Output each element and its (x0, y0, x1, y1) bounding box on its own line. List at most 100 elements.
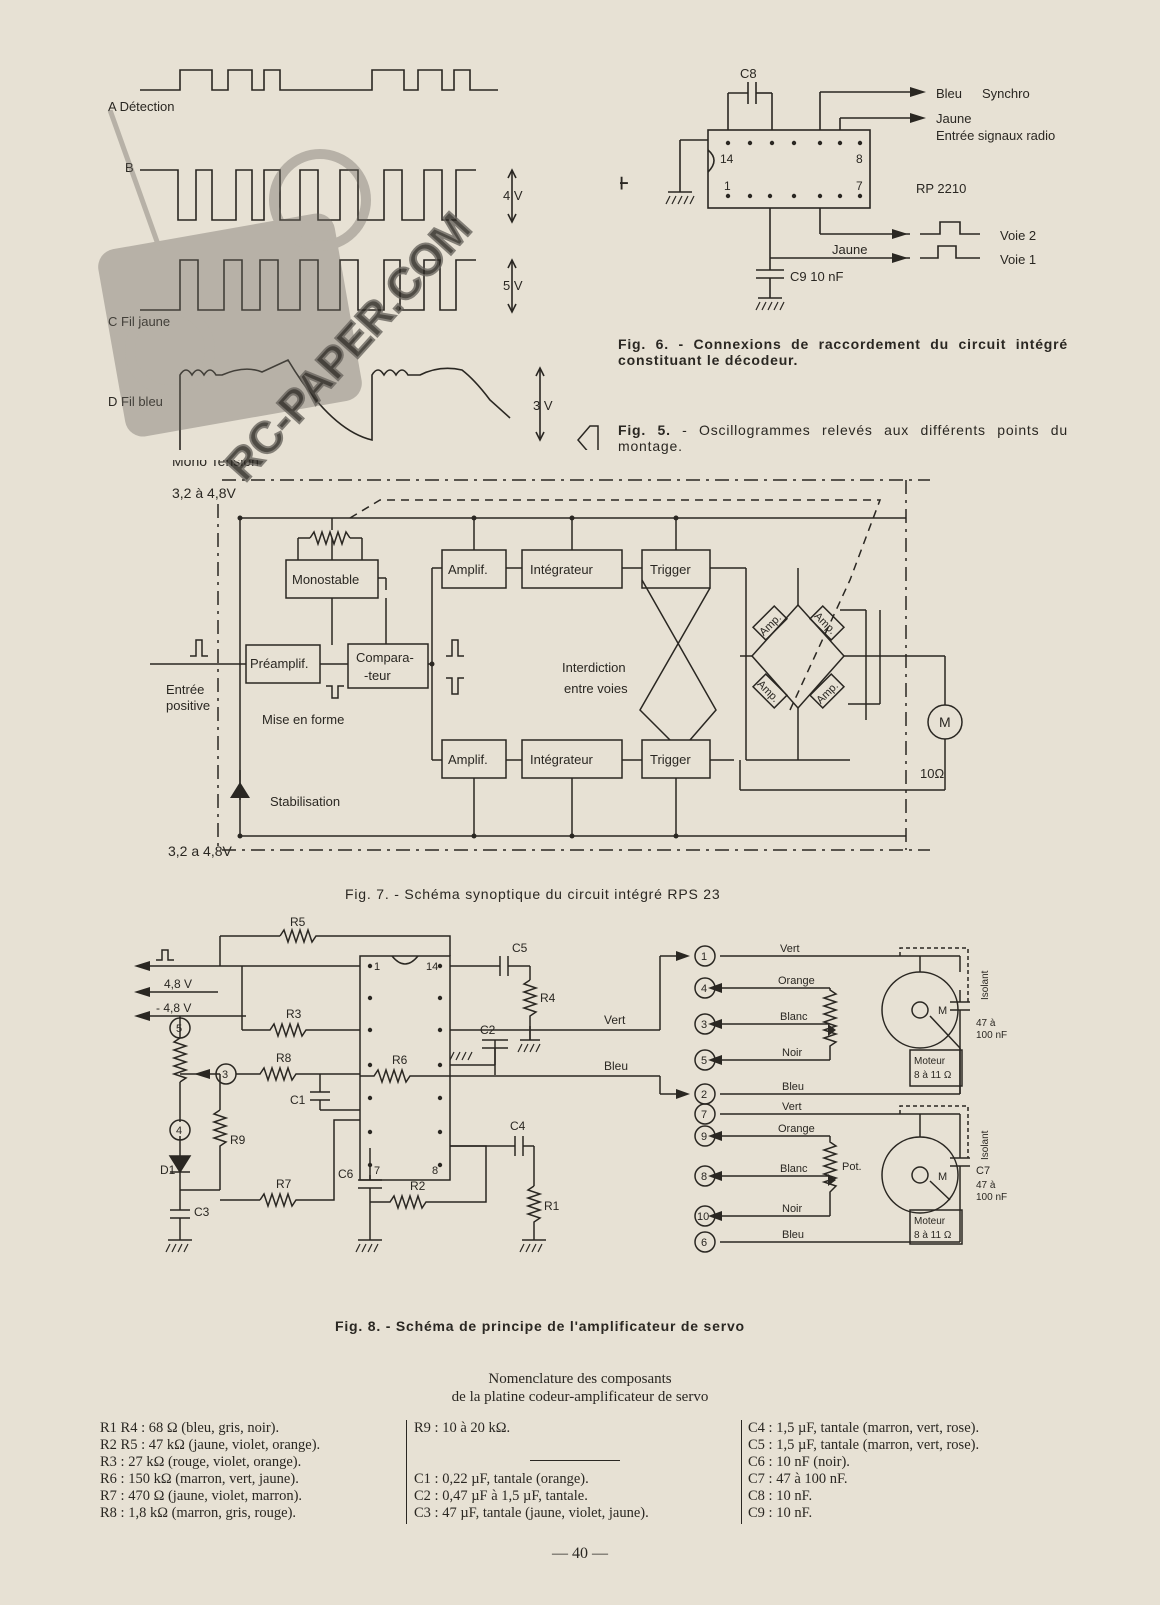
pointing-arrow-icon (577, 425, 599, 450)
fig8-lab-bleu2: Bleu (782, 1229, 804, 1241)
fig5-caption-text: - Oscillogrammes relevés aux différents … (618, 422, 1068, 454)
fig8-term-7: 7 (701, 1109, 707, 1121)
fig6-caption-num: Fig. 6. (618, 336, 669, 352)
fig8-lab-orange2: Orange (778, 1123, 815, 1135)
nomenclature-column-mixed: R9 : 10 à 20 kΩ. C1 : 0,22 µF, tantale (… (414, 1420, 744, 1522)
fig8-vert-wire: Vert (604, 1013, 626, 1027)
column-divider (741, 1420, 742, 1524)
fig8-isolant1: Isolant (980, 970, 991, 1000)
fig7-mise-en-forme: Mise en forme (262, 712, 344, 727)
amp-bridge-bottom-left: Amp. (751, 672, 789, 710)
nomenclature-column-resistors: R1 R4 : 68 Ω (bleu, gris, noir).R2 R5 : … (100, 1420, 400, 1522)
nomenclature-item: C6 : 10 nF (noir). (748, 1454, 850, 1470)
fig7-motor-label: M (939, 714, 951, 730)
fig6-pin7: 7 (856, 179, 863, 193)
fig8-moteur1: Moteur (914, 1056, 946, 1067)
nomenclature-item: C7 : 47 à 100 nF. (748, 1471, 848, 1487)
fig6-pin1: 1 (724, 179, 731, 193)
fig6-c9-label: C9 10 nF (790, 269, 844, 284)
fig8-m1-label: M (938, 1005, 947, 1017)
fig7-interdiction-1: Interdiction (562, 660, 626, 675)
fig8-r3: R3 (286, 1007, 302, 1021)
fig8-lab-noir2: Noir (782, 1203, 803, 1215)
fig8-pin7: 7 (374, 1165, 380, 1177)
fig8-c1: C1 (290, 1093, 306, 1107)
fig6-entree-label: Entrée signaux radio (936, 128, 1055, 143)
fig8-caption-text: Fig. 8. - Schéma de principe de l'amplif… (335, 1318, 745, 1334)
fig8-lab-noir1: Noir (782, 1047, 803, 1059)
fig8-c5: C5 (512, 941, 528, 955)
fig8-lab-vert1: Vert (780, 943, 800, 955)
fig5-volt-b: 4 V (503, 188, 523, 203)
nomenclature-title: Nomenclature des composants de la platin… (380, 1370, 780, 1406)
mid-rule (530, 1460, 620, 1461)
fig7-integrateur-top: Intégrateur (530, 562, 594, 577)
fig8-lab-vert2: Vert (782, 1101, 802, 1113)
fig7-volt-bottom: 3,2 a 4,8V (168, 843, 232, 859)
amp-bridge-bottom-right: Amp. (808, 672, 846, 710)
nomenclature-item: R2 R5 : 47 kΩ (jaune, violet, orange). (100, 1437, 321, 1453)
fig8-v1: 4,8 V (164, 977, 192, 991)
fig7-mono-tension: Mono Tension (172, 460, 259, 469)
fig7-integrateur-bot: Intégrateur (530, 752, 594, 767)
fig6-jaune-top-label: Jaune (936, 111, 971, 126)
nomenclature-item: R1 R4 : 68 Ω (bleu, gris, noir). (100, 1420, 280, 1436)
nomenclature-item: C1 : 0,22 µF, tantale (orange). (414, 1471, 589, 1487)
fig8-term-9: 9 (701, 1131, 707, 1143)
nomenclature-item: C5 : 1,5 µF, tantale (marron, vert, rose… (748, 1437, 980, 1453)
fig5-label-b: B (125, 160, 134, 175)
nomenclature-item: R8 : 1,8 kΩ (marron, gris, rouge). (100, 1505, 297, 1521)
fig8-pot-label: Pot. (842, 1161, 862, 1173)
fig8-moteur2: Moteur (914, 1216, 946, 1227)
fig8-servo-amplifier-schematic: R5 C5 R4 R3 4,8 V - 4,8 V 1 14 7 8 C2 R8… (134, 915, 1007, 1253)
fig6-pin8: 8 (856, 152, 863, 166)
nomenclature-title-line-1: Nomenclature des composants (488, 1371, 672, 1387)
nomenclature-item (414, 1454, 744, 1471)
fig8-lab-blanc2: Blanc (780, 1163, 808, 1175)
fig7-preamplif: Préamplif. (250, 656, 309, 671)
fig8-v2: - 4,8 V (156, 1001, 191, 1015)
fig8-c2: C2 (480, 1023, 496, 1037)
fig5-volt-c: 5 V (503, 278, 523, 293)
fig8-r4: R4 (540, 991, 556, 1005)
fig8-r1: R1 (544, 1199, 560, 1213)
fig8-cap2-val-1: 47 à (976, 1180, 996, 1191)
fig7-entree-2: positive (166, 698, 210, 713)
zener-diode-icon (230, 782, 250, 798)
fig6-caption-text: - Connexions de raccordement du circuit … (618, 336, 1068, 368)
fig7-block-diagram: Amp. Amp. Amp. Amp. Mono Tension 3 (150, 460, 963, 859)
nomenclature-item: R3 : 27 kΩ (rouge, violet, orange). (100, 1454, 302, 1470)
amp-bridge-top-right: Amp. (808, 604, 846, 642)
fig8-term-5: 5 (701, 1055, 707, 1067)
fig8-node-3: 3 (222, 1069, 228, 1081)
fig5-caption: Fig. 5. - Oscillogrammes relevés aux dif… (618, 422, 1068, 454)
nomenclature-item: R9 : 10 à 20 kΩ. (414, 1420, 511, 1436)
nomenclature-item: C8 : 10 nF. (748, 1488, 813, 1504)
fig7-caption: Fig. 7. - Schéma synoptique du circuit i… (345, 886, 721, 902)
fig7-monostable: Monostable (292, 572, 359, 587)
fig8-lab-blanc1: Blanc (780, 1011, 808, 1023)
fig8-isolant2: Isolant (980, 1130, 991, 1160)
fig7-amplif-bot: Amplif. (448, 752, 488, 767)
fig8-r6: R6 (392, 1053, 408, 1067)
fig8-m2-label: M (938, 1171, 947, 1183)
fig8-node-5: 5 (176, 1023, 182, 1035)
nomenclature-title-line-2: de la platine codeur-amplificateur de se… (451, 1389, 709, 1405)
fig8-term-2: 2 (701, 1089, 707, 1101)
fig8-cap2-val-2: 100 nF (976, 1192, 1007, 1203)
fig8-pin1: 1 (374, 961, 380, 973)
fig8-bleu-wire: Bleu (604, 1059, 628, 1073)
fig8-caption: Fig. 8. - Schéma de principe de l'amplif… (335, 1318, 855, 1334)
fig5-oscillograms: A Détection B C Fil jaune D Fil bleu 4 V… (108, 69, 599, 450)
fig6-ic-label: RP 2210 (916, 181, 966, 196)
fig8-pin8: 8 (432, 1165, 438, 1177)
fig6-caption: Fig. 6. - Connexions de raccordement du … (618, 336, 1068, 368)
fig7-entree-1: Entrée (166, 682, 204, 697)
fig6-synchro-label: Synchro (982, 86, 1030, 101)
fig8-r8: R8 (276, 1051, 292, 1065)
fig6-pin14: 14 (720, 152, 734, 166)
column-divider (406, 1420, 407, 1524)
page-number: — 40 — (552, 1545, 608, 1562)
fig6-c8-label: C8 (740, 66, 757, 81)
fig7-trigger-bot: Trigger (650, 752, 691, 767)
